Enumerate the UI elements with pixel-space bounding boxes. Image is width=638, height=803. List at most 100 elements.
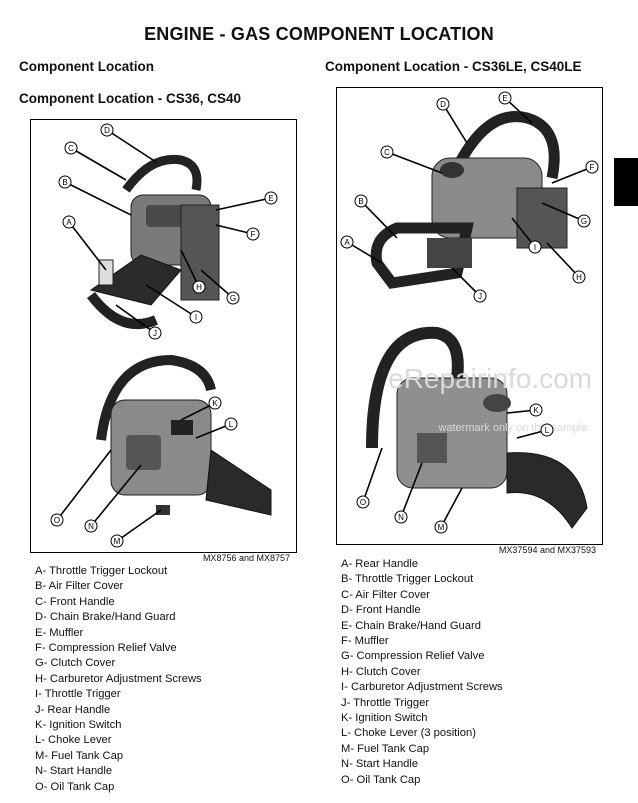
svg-text:L: L [545, 426, 550, 435]
right-callout-k: K [529, 403, 543, 417]
svg-text:K: K [212, 399, 218, 408]
left-legend-item: K- Ignition Switch [35, 719, 122, 732]
right-legend-item: C- Air Filter Cover [341, 588, 430, 601]
svg-text:J: J [478, 292, 482, 301]
svg-text:N: N [398, 513, 404, 522]
left-callout-d: D [100, 123, 114, 137]
svg-text:O: O [360, 498, 366, 507]
left-legend-item: M- Fuel Tank Cap [35, 749, 124, 762]
right-legend-item: J- Throttle Trigger [341, 696, 430, 709]
left-top-chainsaw [87, 154, 220, 330]
svg-text:I: I [534, 243, 536, 252]
left-callout-l: L [224, 417, 238, 431]
right-callout-j: J [473, 289, 487, 303]
right-legend-item: F- Muffler [341, 635, 389, 648]
svg-text:J: J [153, 329, 157, 338]
right-callout-l: L [540, 423, 554, 437]
right-callout-b: B [354, 194, 368, 208]
svg-text:H: H [196, 283, 202, 292]
right-legend-item: H- Clutch Cover [341, 665, 421, 678]
svg-text:K: K [533, 406, 539, 415]
svg-text:E: E [502, 94, 507, 103]
left-callout-j: J [148, 326, 162, 340]
left-figure-caption: MX8756 and MX8757 [202, 553, 290, 563]
right-legend-item: D- Front Handle [341, 604, 421, 617]
right-legend-item: L- Choke Lever (3 position) [341, 727, 476, 740]
svg-text:H: H [576, 273, 582, 282]
right-callout-d: D [436, 97, 450, 111]
right-legend-item: E- Chain Brake/Hand Guard [341, 619, 481, 632]
right-legend-item: O- Oil Tank Cap [341, 773, 421, 786]
svg-text:M: M [438, 523, 445, 532]
left-legend-item: G- Clutch Cover [35, 657, 116, 670]
watermark-site: eRepairinfo.com [388, 363, 592, 394]
right-callout-g: G [577, 214, 591, 228]
left-callout-e: E [264, 191, 278, 205]
right-top-chainsaw [370, 111, 568, 289]
svg-text:M: M [114, 537, 121, 546]
right-callout-o: O [356, 495, 370, 509]
left-legend-item: H- Carburetor Adjustment Screws [35, 672, 202, 685]
svg-text:A: A [66, 218, 72, 227]
left-callout-c: C [64, 141, 78, 155]
left-callout-f: F [246, 227, 260, 241]
svg-text:A: A [344, 238, 350, 247]
left-callout-o: O [50, 513, 64, 527]
right-legend-item: I- Carburetor Adjustment Screws [341, 681, 503, 694]
left-callout-i: I [189, 310, 203, 324]
right-figure: eRepairinfo.com watermark only on this s… [336, 87, 603, 545]
svg-text:G: G [230, 294, 236, 303]
right-callout-h: H [572, 270, 586, 284]
left-legend-item: J- Rear Handle [35, 703, 111, 716]
svg-text:B: B [358, 197, 363, 206]
page-title: ENGINE - GAS COMPONENT LOCATION [144, 24, 494, 44]
right-legend-item: N- Start Handle [341, 758, 419, 771]
right-legend-item: A- Rear Handle [341, 558, 419, 570]
svg-text:F: F [590, 163, 595, 172]
left-callout-g: G [226, 291, 240, 305]
right-legend-item: K- Ignition Switch [341, 712, 428, 725]
right-callout-f: F [585, 160, 599, 174]
left-legend-item: L- Choke Lever [35, 734, 112, 747]
left-figure: A B C D E F G H I J K L M N O [30, 119, 297, 553]
svg-text:B: B [62, 178, 67, 187]
right-callout-c: C [380, 145, 394, 159]
svg-text:F: F [251, 230, 256, 239]
left-legend-item: C- Front Handle [35, 595, 115, 608]
left-legend-item: B- Air Filter Cover [35, 580, 124, 593]
left-callout-n: N [84, 519, 98, 533]
left-callout-h: H [192, 280, 206, 294]
right-bottom-chainsaw [366, 326, 588, 529]
section-tab-marker [614, 158, 638, 206]
svg-text:C: C [68, 144, 74, 153]
left-callout-m: M [110, 534, 124, 548]
left-legend-item: O- Oil Tank Cap [35, 780, 115, 793]
right-legend: A- Rear Handle B- Throttle Trigger Locko… [341, 557, 503, 788]
left-callout-a: A [62, 215, 76, 229]
svg-text:L: L [229, 420, 234, 429]
watermark-note: watermark only on this sample [437, 422, 587, 434]
left-bottom-chainsaw [96, 354, 272, 516]
right-legend-item: B- Throttle Trigger Lockout [341, 573, 474, 586]
right-heading: Component Location - CS36LE, CS40LE [325, 59, 582, 74]
left-legend-item: A- Throttle Trigger Lockout [35, 565, 168, 577]
left-legend: A- Throttle Trigger Lockout B- Air Filte… [35, 564, 202, 795]
svg-text:D: D [104, 126, 110, 135]
left-legend-item: F- Compression Relief Valve [35, 642, 177, 655]
right-callout-e: E [498, 91, 512, 105]
left-heading-main: Component Location [19, 59, 154, 74]
right-callout-a: A [340, 235, 354, 249]
svg-text:G: G [581, 217, 587, 226]
svg-text:C: C [384, 148, 390, 157]
right-callout-i: I [528, 240, 542, 254]
left-legend-item: E- Muffler [35, 626, 84, 639]
right-figure-illustration: eRepairinfo.com watermark only on this s… [340, 91, 599, 534]
left-callout-k: K [208, 396, 222, 410]
svg-text:D: D [440, 100, 446, 109]
svg-text:I: I [195, 313, 197, 322]
right-callout-n: N [394, 510, 408, 524]
right-callout-m: M [434, 520, 448, 534]
svg-text:N: N [88, 522, 94, 531]
left-figure-illustration: A B C D E F G H I J K L M N O [50, 123, 278, 548]
left-legend-item: I- Throttle Trigger [35, 688, 121, 701]
